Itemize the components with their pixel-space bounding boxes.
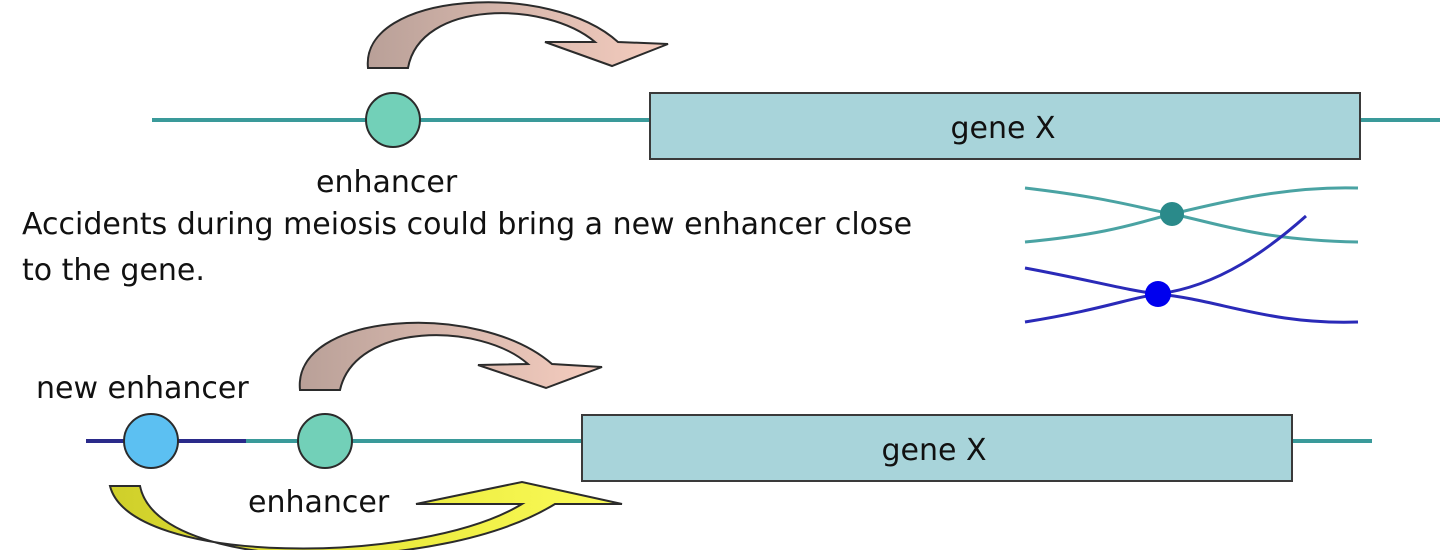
bottom-gene-box [581, 414, 1293, 482]
caption-line-2: to the gene. [22, 253, 205, 288]
teal-centromere [1160, 202, 1184, 226]
new-enhancer-circle [123, 413, 179, 469]
new-enhancer-arrow [108, 480, 623, 550]
bottom-gene-label: gene X [881, 433, 986, 468]
blue-chromatid-b [1024, 292, 1359, 324]
top-enhancer-label: enhancer [316, 165, 458, 200]
bottom-enhancer-label: enhancer [248, 485, 390, 520]
bottom-panel: gene X new enhancer enhancer [36, 321, 1372, 550]
caption: Accidents during meiosis could bring a n… [22, 207, 912, 288]
caption-line-1: Accidents during meiosis could bring a n… [22, 207, 912, 242]
blue-centromere [1145, 281, 1171, 307]
blue-chromatid-a [1024, 214, 1307, 296]
top-panel: gene X enhancer [152, 1, 1440, 200]
new-enhancer-label: new enhancer [36, 371, 249, 406]
bottom-activation-arrow [298, 321, 603, 391]
teal-chromatid-a [1024, 186, 1359, 244]
bottom-enhancer-circle [297, 413, 353, 469]
top-activation-arrow [366, 1, 669, 69]
crossover-illustration [1024, 186, 1359, 324]
top-gene-box [649, 92, 1361, 160]
top-gene-label: gene X [950, 111, 1055, 146]
top-enhancer-circle [365, 92, 421, 148]
